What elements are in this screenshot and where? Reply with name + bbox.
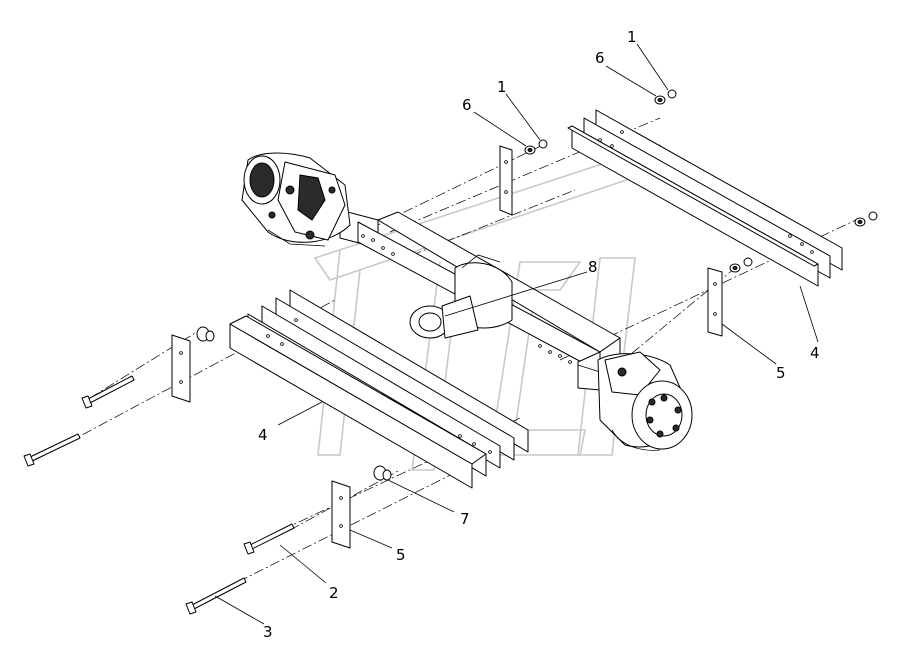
callout-2-bolt: 2 bbox=[329, 584, 339, 602]
clamp-plate-left bbox=[171, 334, 191, 403]
callout-7-bushing: 7 bbox=[460, 510, 470, 528]
callout-5-bottom: 5 bbox=[396, 546, 406, 564]
callout-1-upper: 1 bbox=[497, 78, 507, 96]
leader-lines bbox=[214, 43, 819, 625]
clamp-plate-right bbox=[707, 267, 723, 337]
axle-beam bbox=[339, 209, 621, 391]
clamp-plate-top bbox=[499, 145, 513, 216]
bushings bbox=[196, 326, 392, 481]
callout-4-left: 4 bbox=[258, 426, 268, 444]
callout-6-upper: 6 bbox=[462, 96, 472, 114]
callout-5-right: 5 bbox=[776, 364, 786, 382]
nuts-washers bbox=[524, 89, 878, 273]
callout-6-upper-right: 6 bbox=[595, 49, 605, 67]
callouts: 1 6 1 6 8 4 5 4 7 5 2 3 bbox=[258, 28, 820, 641]
callout-8-axle: 8 bbox=[588, 258, 598, 276]
bolts bbox=[23, 375, 295, 615]
spacer-plates-lower bbox=[229, 289, 529, 489]
right-wheel-hub bbox=[597, 351, 693, 451]
callout-1-upper-right: 1 bbox=[627, 28, 637, 46]
callout-4-right: 4 bbox=[810, 344, 820, 362]
clamp-plate-bottom bbox=[331, 480, 351, 549]
spacer-plates-upper bbox=[567, 109, 843, 287]
callout-3-bolt: 3 bbox=[263, 623, 273, 641]
left-wheel-hub bbox=[241, 152, 351, 247]
